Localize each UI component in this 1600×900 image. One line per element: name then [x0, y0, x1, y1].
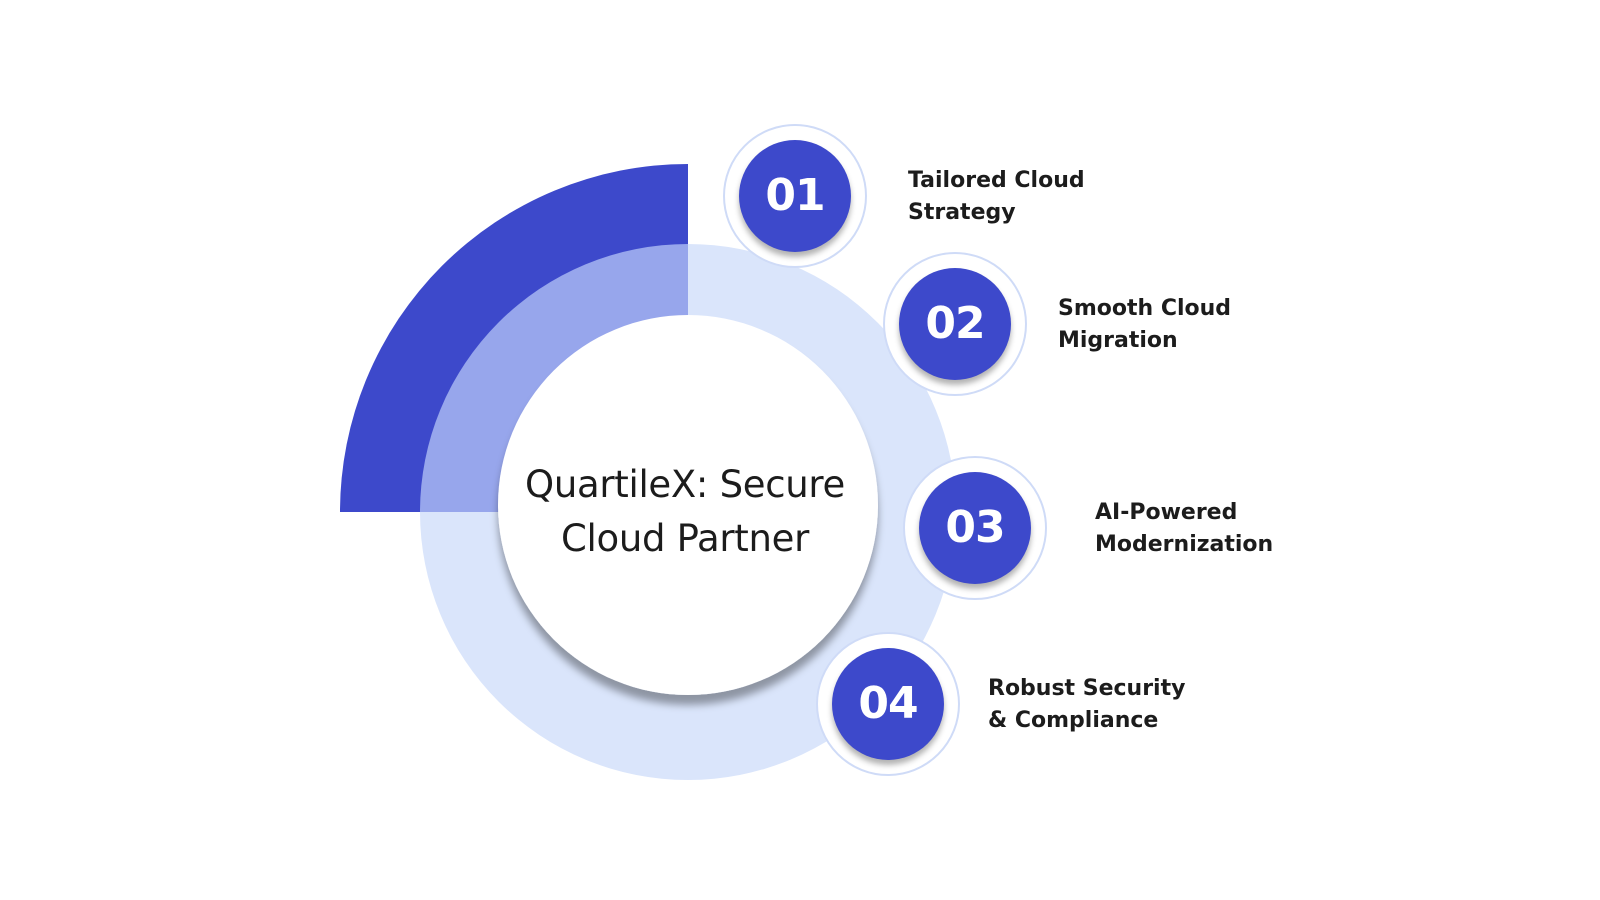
step-02-label-line1: Smooth Cloud — [1058, 296, 1232, 321]
center-title-line2: Cloud Partner — [560, 517, 810, 560]
step-04-label-line2: & Compliance — [988, 708, 1159, 733]
center-disk — [498, 315, 878, 695]
step-03-label: AI-Powered Modernization — [1095, 497, 1325, 561]
step-01-badge: 01 — [739, 140, 851, 252]
step-03-label-line2: Modernization — [1095, 532, 1274, 557]
step-02-label-line2: Migration — [1058, 328, 1178, 353]
step-01-label-line1: Tailored Cloud — [908, 168, 1085, 193]
step-04-label: Robust Security & Compliance — [988, 673, 1218, 737]
step-01-label-line2: Strategy — [908, 200, 1016, 225]
step-02-badge: 02 — [899, 268, 1011, 380]
step-02-label: Smooth Cloud Migration — [1058, 293, 1288, 357]
step-03-label-line1: AI-Powered — [1095, 500, 1238, 525]
step-04-label-line1: Robust Security — [988, 676, 1186, 701]
center-title-line1: QuartileX: Secure — [525, 463, 845, 506]
step-03-badge: 03 — [919, 472, 1031, 584]
center-title: QuartileX: Secure Cloud Partner — [495, 458, 875, 566]
step-04-badge: 04 — [832, 648, 944, 760]
step-01-label: Tailored Cloud Strategy — [908, 165, 1138, 229]
